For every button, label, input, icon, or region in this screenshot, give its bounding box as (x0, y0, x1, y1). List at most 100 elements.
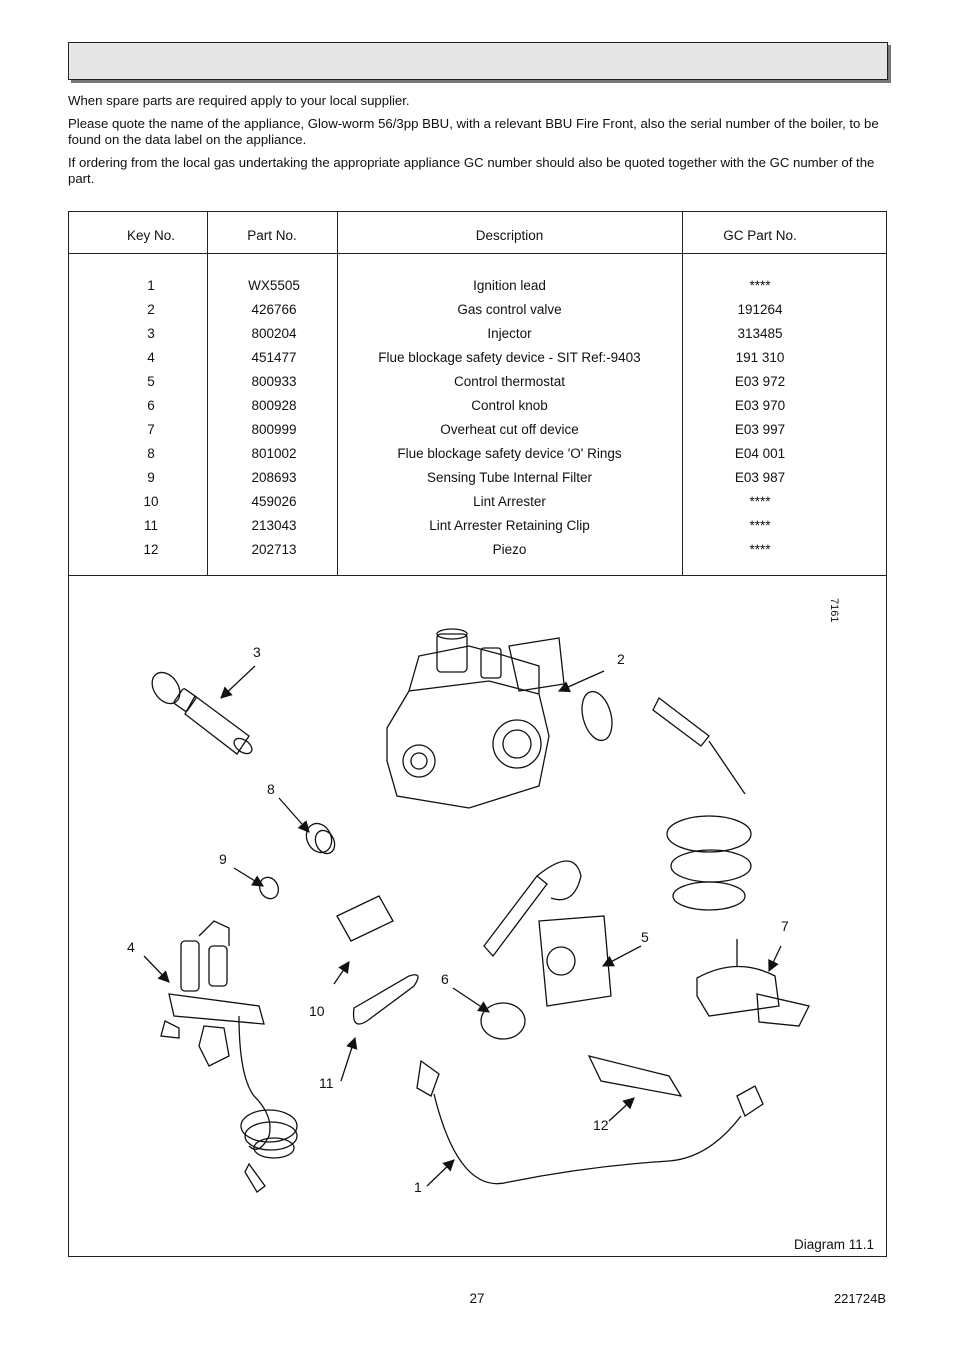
column-divider (207, 212, 208, 575)
description-cell: Lint Arrester (473, 494, 546, 509)
header-description: Description (475, 228, 544, 243)
gc-part-no-cell: 313485 (737, 326, 783, 341)
callout-arrow-7 (768, 945, 782, 973)
description-cell: Ignition lead (473, 278, 546, 293)
key-no-cell: 1 (147, 278, 155, 293)
callout-2: 2 (617, 651, 625, 667)
gc-part-no-column: **** 191264 313485 191 310 E03 972 E03 9… (682, 274, 838, 562)
intro-text: When spare parts are required apply to y… (68, 93, 888, 194)
description-cell: Flue blockage safety device 'O' Rings (397, 446, 622, 461)
part-no-cell: 800928 (251, 398, 297, 413)
key-no-cell: 3 (147, 326, 155, 341)
callout-4: 4 (127, 939, 135, 955)
intro-paragraph-1: When spare parts are required apply to y… (68, 93, 410, 108)
callout-arrow-10 (333, 961, 350, 985)
callout-arrow-8 (278, 797, 310, 833)
callout-9: 9 (219, 851, 227, 867)
callout-8: 8 (267, 781, 275, 797)
part-no-cell: 800933 (251, 374, 297, 389)
callout-1: 1 (414, 1179, 422, 1195)
part-no-cell: 213043 (251, 518, 297, 533)
injector-illustration (151, 671, 253, 755)
callout-12: 12 (593, 1117, 609, 1133)
callout-arrow-4 (143, 955, 170, 983)
gc-part-no-cell: E04 001 (734, 446, 786, 461)
section-title-bar (68, 42, 888, 80)
parts-illustration: 3 2 8 9 4 10 11 5 7 6 12 1 (127, 628, 810, 1195)
callout-arrow-12 (608, 1097, 635, 1122)
part-no-cell: 202713 (251, 542, 297, 557)
intro-paragraph-3: If ordering from the local gas undertaki… (68, 155, 875, 186)
part-no-cell: 459026 (251, 494, 297, 509)
header-gc-part-no: GC Part No. (723, 228, 797, 243)
gc-part-no-cell: 191 310 (735, 350, 785, 365)
page-number: 27 (469, 1291, 485, 1306)
callout-arrow-3 (220, 665, 256, 699)
description-cell: Injector (487, 326, 532, 341)
gc-part-no-cell: **** (749, 494, 771, 509)
part-no-cell: 426766 (251, 302, 297, 317)
piezo-illustration (587, 1055, 683, 1097)
description-cell: Gas control valve (457, 302, 562, 317)
key-no-cell: 7 (147, 422, 155, 437)
description-column: Ignition lead Gas control valve Injector… (337, 274, 682, 562)
header-divider (69, 253, 886, 254)
diagram-caption: Diagram 11.1 (793, 1237, 874, 1252)
gc-part-no-cell: E03 970 (734, 398, 786, 413)
key-no-cell: 4 (147, 350, 155, 365)
callout-11: 11 (319, 1075, 334, 1091)
callout-arrow-5 (601, 945, 642, 967)
gc-part-no-cell: **** (749, 518, 771, 533)
callout-arrow-6 (452, 987, 490, 1013)
callout-10: 10 (309, 1003, 325, 1019)
part-no-column: WX5505 426766 800204 451477 800933 80092… (207, 274, 341, 562)
header-part-no: Part No. (247, 228, 297, 243)
description-cell: Overheat cut off device (440, 422, 579, 437)
description-cell: Flue blockage safety device - SIT Ref:-9… (378, 350, 641, 365)
lint-arrester-illustration (336, 895, 394, 942)
gc-part-no-cell: E03 997 (734, 422, 786, 437)
callout-3: 3 (253, 644, 261, 660)
key-no-cell: 10 (143, 494, 159, 509)
part-no-cell: 208693 (251, 470, 297, 485)
key-no-cell: 2 (147, 302, 155, 317)
callout-arrow-1 (426, 1159, 455, 1187)
control-knob-illustration (480, 1002, 526, 1040)
part-no-cell: 451477 (251, 350, 297, 365)
gas-control-valve-illustration (386, 628, 613, 809)
description-cell: Control knob (471, 398, 548, 413)
key-no-cell: 6 (147, 398, 155, 413)
callout-arrow-9 (233, 867, 264, 887)
diagram-code: 7161 (828, 598, 840, 623)
part-no-cell: WX5505 (248, 278, 300, 293)
gc-part-no-cell: **** (749, 278, 771, 293)
key-no-cell: 11 (143, 518, 158, 533)
description-cell: Control thermostat (453, 374, 566, 389)
description-cell: Piezo (492, 542, 527, 557)
callout-arrow-2 (557, 670, 605, 693)
sensing-tube-filter-illustration (258, 876, 280, 900)
callout-5: 5 (641, 929, 649, 945)
table-bottom-divider (69, 575, 886, 576)
gc-part-no-cell: 191264 (737, 302, 783, 317)
key-no-cell: 12 (143, 542, 159, 557)
description-cell: Sensing Tube Internal Filter (426, 470, 593, 485)
key-no-cell: 9 (147, 470, 155, 485)
part-no-cell: 800204 (251, 326, 297, 341)
overheat-cut-off-device-illustration (652, 697, 810, 1027)
control-thermostat-illustration (483, 860, 612, 1007)
part-no-cell: 800999 (251, 422, 297, 437)
column-divider (337, 212, 338, 575)
retaining-clip-illustration (352, 974, 419, 1025)
ignition-lead-illustration (416, 1059, 764, 1185)
gc-part-no-cell: E03 972 (734, 374, 786, 389)
key-no-cell: 5 (147, 374, 155, 389)
flue-blockage-safety-device-illustration (160, 920, 298, 1193)
callout-6: 6 (441, 971, 449, 987)
header-key-no: Key No. (126, 228, 176, 243)
column-divider (682, 212, 683, 575)
callout-7: 7 (781, 918, 789, 934)
gc-part-no-cell: **** (749, 542, 771, 557)
document-reference: 221724B (833, 1291, 886, 1306)
callout-arrow-11 (340, 1036, 358, 1082)
